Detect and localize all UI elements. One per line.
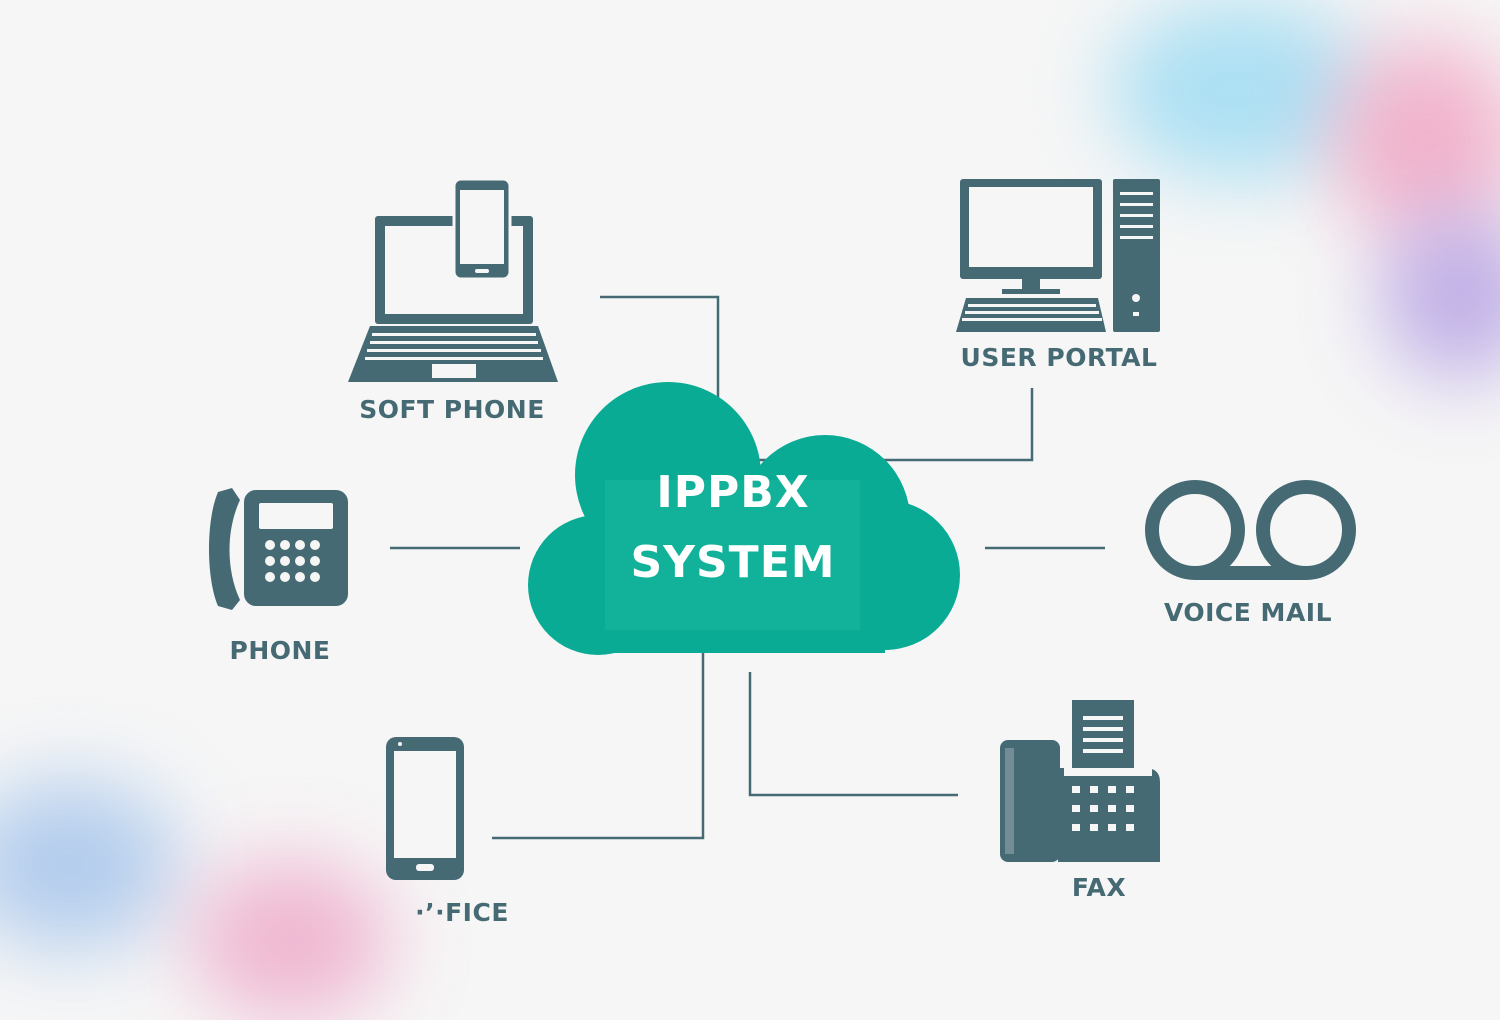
label-soft-phone: SOFT PHONE [359, 395, 545, 424]
decor-blob-purple-right [1380, 210, 1500, 380]
connector-office [492, 650, 705, 840]
smartphone-icon [452, 177, 512, 281]
connector-user-portal [880, 388, 1034, 462]
cloud-title-line-1: IPPBX [656, 467, 810, 518]
decor-blob-blue-bottom [0, 780, 180, 950]
voicemail-icon [1145, 480, 1356, 580]
decor-blob-pink-top [1330, 40, 1500, 240]
decor-blob-blue-top [1110, 0, 1370, 180]
connector-fax [748, 672, 958, 797]
desk-phone-icon [209, 488, 348, 610]
cloud-icon [528, 382, 960, 655]
fax-machine-icon [1000, 700, 1160, 862]
desktop-computer-icon [956, 179, 1160, 332]
label-user-portal: USER PORTAL [960, 343, 1158, 372]
label-office: ·’·FICE [415, 898, 509, 927]
label-fax: FAX [1071, 873, 1127, 902]
label-phone: PHONE [229, 636, 331, 665]
cloud-title-line-2: SYSTEM [630, 537, 836, 588]
label-voice-mail: VOICE MAIL [1163, 598, 1333, 627]
mobile-phone-icon [386, 737, 464, 880]
decor-blob-pink-bottom [190, 860, 390, 1020]
